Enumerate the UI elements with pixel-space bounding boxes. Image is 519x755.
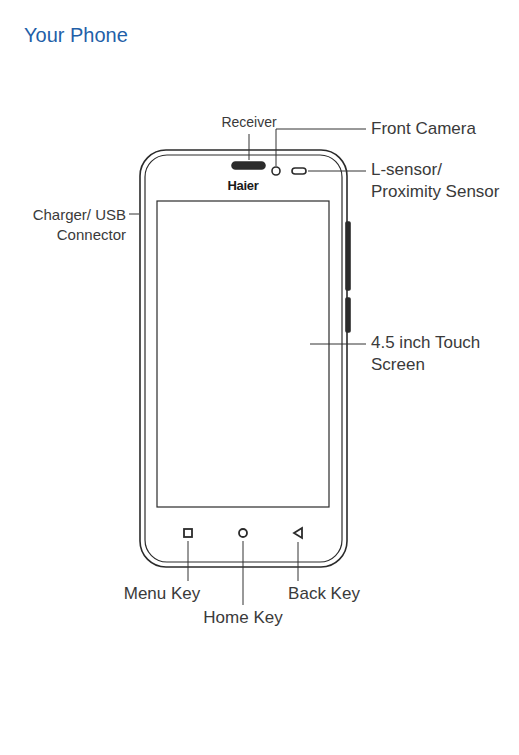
leader-line — [249, 134, 250, 160]
brand-logo: Haier — [213, 178, 273, 195]
part-label: Home Key — [193, 607, 293, 629]
leader-line — [310, 344, 366, 345]
part-label: Charger/ USB Connector — [14, 205, 126, 244]
part-label: Menu Key — [112, 583, 212, 605]
home-key-icon — [239, 529, 247, 537]
leader-line — [276, 129, 366, 166]
part-label: L-sensor/ Proximity Sensor — [371, 159, 509, 203]
phone-bezel — [145, 155, 342, 562]
part-label: Front Camera — [371, 118, 511, 140]
leader-line — [129, 214, 139, 215]
leader-line — [298, 542, 299, 581]
front-camera — [272, 167, 280, 175]
back-key-icon — [294, 528, 302, 538]
power-key — [346, 298, 350, 332]
touch-screen — [157, 201, 329, 507]
receiver-grille — [232, 162, 265, 169]
proximity-sensor — [292, 168, 306, 174]
menu-key-icon — [184, 529, 192, 537]
volume-key — [346, 222, 350, 290]
part-label: 4.5 inch Touch Screen — [371, 332, 495, 376]
leader-line — [243, 541, 244, 605]
leader-line — [308, 171, 366, 172]
leader-line — [188, 541, 189, 581]
part-label: Back Key — [274, 583, 374, 605]
phone-body — [140, 150, 347, 567]
page-title: Your Phone — [24, 24, 128, 47]
part-label: Receiver — [205, 113, 293, 131]
